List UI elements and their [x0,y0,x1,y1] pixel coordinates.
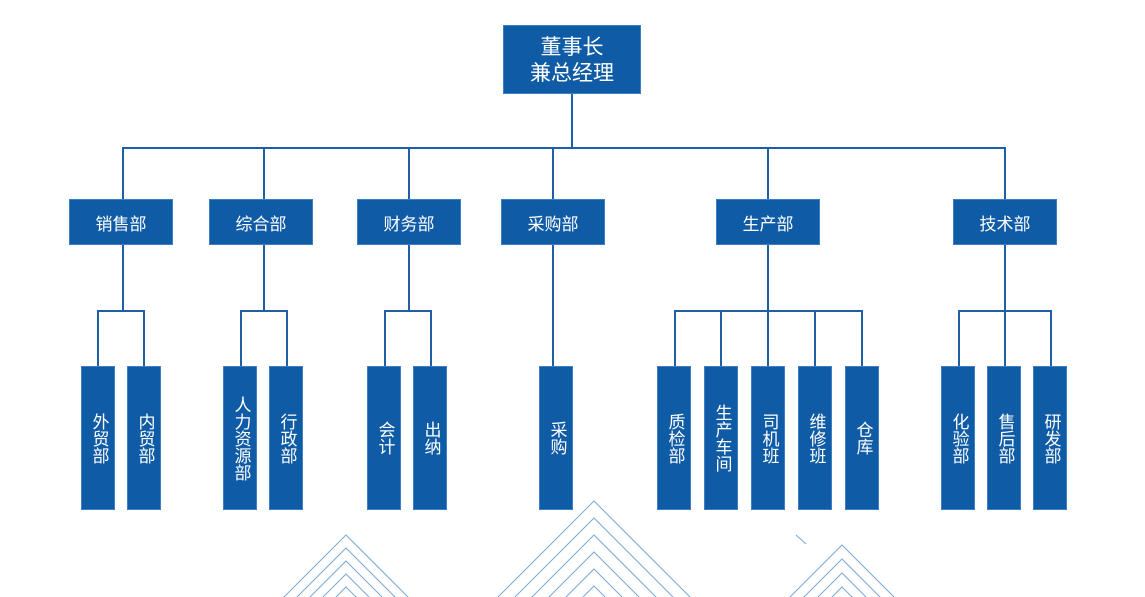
connector-dept-2-up [408,147,410,199]
decorative-chevron-line [531,534,657,597]
decorative-chevron-line [309,560,383,597]
decorative-chevron-line [514,517,674,597]
decorative-chevron-line [497,500,691,597]
decorative-chevron-line [335,586,357,597]
decorative-chevron-line [831,586,853,597]
decorative-chevron-line [283,534,409,597]
connector-sub-drop [240,310,242,366]
connector-dept-1-down [263,245,265,311]
connector-dept-4-down [767,245,769,311]
node-sub-lab-testing[interactable]: 化验部 [941,366,975,510]
dept-finance-label: 财务部 [383,214,435,235]
connector-dept-4-up [767,147,769,199]
connector-sub-drop [384,310,386,366]
connector-sub-drop [286,310,288,366]
connector-sub-drop [720,310,722,366]
connector-sub-drop [1050,310,1052,366]
connector-dept-0-up [122,147,124,199]
sub-quality-inspection-label: 质检部 [664,412,685,464]
sub-human-resources-label: 人力资源部 [230,395,251,481]
connector-sub-drop [143,310,145,366]
decorative-chevron-line [548,551,640,597]
node-dept-production[interactable]: 生产部 [716,199,820,245]
connector-sub-drop [97,310,99,366]
node-sub-workshop[interactable]: 生产车间 [704,366,738,510]
node-sub-human-resources[interactable]: 人力资源部 [223,366,257,510]
sub-procurement-label: 采购 [546,421,567,455]
node-sub-procurement[interactable]: 采购 [539,366,573,510]
dept-production-label: 生产部 [742,214,794,235]
connector-dept-1-up [263,147,265,199]
dept-purchasing-label: 采购部 [527,214,579,235]
connector-sub-bus-general-affairs [240,310,288,312]
dept-sales-label: 销售部 [95,214,147,235]
sub-lab-testing-label: 化验部 [948,412,969,464]
connector-dept-0-down [122,245,124,311]
node-dept-general-affairs[interactable]: 综合部 [209,199,313,245]
node-dept-technology[interactable]: 技术部 [953,199,1057,245]
connector-sub-bus-sales [97,310,145,312]
sub-administration-label: 行政部 [276,412,297,464]
node-chairman-title: 董事长 [540,34,604,59]
sub-after-sales-label: 售后部 [994,412,1015,464]
node-sub-warehouse[interactable]: 仓库 [845,366,879,510]
decorative-chevron-line [296,547,396,597]
sub-rnd-label: 研发部 [1040,412,1061,464]
connector-sub-drop [814,310,816,366]
connector-sub-drop [861,310,863,366]
node-sub-drivers-team[interactable]: 司机班 [751,366,785,510]
node-sub-accounting[interactable]: 会计 [367,366,401,510]
connector-sub-drop [674,310,676,366]
sub-maintenance-team-label: 维修班 [805,412,826,464]
node-sub-quality-inspection[interactable]: 质检部 [657,366,691,510]
node-chairman-gm[interactable]: 董事长 兼总经理 [503,25,641,94]
node-sub-after-sales[interactable]: 售后部 [987,366,1021,510]
sub-cashier-label: 出纳 [420,421,441,455]
connector-sub-drop [430,310,432,366]
connector-sub-drop [1004,310,1006,366]
connector-dept-5-up [1004,147,1006,199]
sub-warehouse-label: 仓库 [852,421,873,455]
node-sub-administration[interactable]: 行政部 [269,366,303,510]
connector-dept-bus [122,147,1006,149]
node-sub-rnd[interactable]: 研发部 [1033,366,1067,510]
decorative-chevron-line [322,573,370,597]
node-dept-purchasing[interactable]: 采购部 [501,199,605,245]
decorative-stroke [795,534,807,545]
dept-technology-label: 技术部 [979,214,1031,235]
node-sub-foreign-trade[interactable]: 外贸部 [81,366,115,510]
sub-drivers-team-label: 司机班 [758,412,779,464]
node-sub-cashier[interactable]: 出纳 [413,366,447,510]
decorative-chevron-line [789,544,895,597]
node-dept-sales[interactable]: 销售部 [69,199,173,245]
connector-dept-2-down [408,245,410,311]
connector-sub-drop [958,310,960,366]
connector-dept-3-up [552,147,554,199]
node-gm-title: 兼总经理 [530,60,614,85]
decorative-chevron-line [803,558,881,597]
connector-sub-drop [767,310,769,366]
connector-sub-bus-finance [384,310,432,312]
connector-root-down [571,94,573,149]
connector-dept-3-down [552,245,554,366]
node-sub-domestic-trade[interactable]: 内贸部 [127,366,161,510]
decorative-chevron-line [565,568,623,597]
dept-general-affairs-label: 综合部 [235,214,287,235]
node-dept-finance[interactable]: 财务部 [357,199,461,245]
sub-foreign-trade-label: 外贸部 [88,412,109,464]
decorative-chevron-line [817,572,867,597]
sub-domestic-trade-label: 内贸部 [134,412,155,464]
node-sub-maintenance-team[interactable]: 维修班 [798,366,832,510]
connector-dept-5-down [1004,245,1006,311]
decorative-chevron-line [582,585,606,597]
sub-workshop-label: 生产车间 [711,404,732,472]
sub-accounting-label: 会计 [374,421,395,455]
